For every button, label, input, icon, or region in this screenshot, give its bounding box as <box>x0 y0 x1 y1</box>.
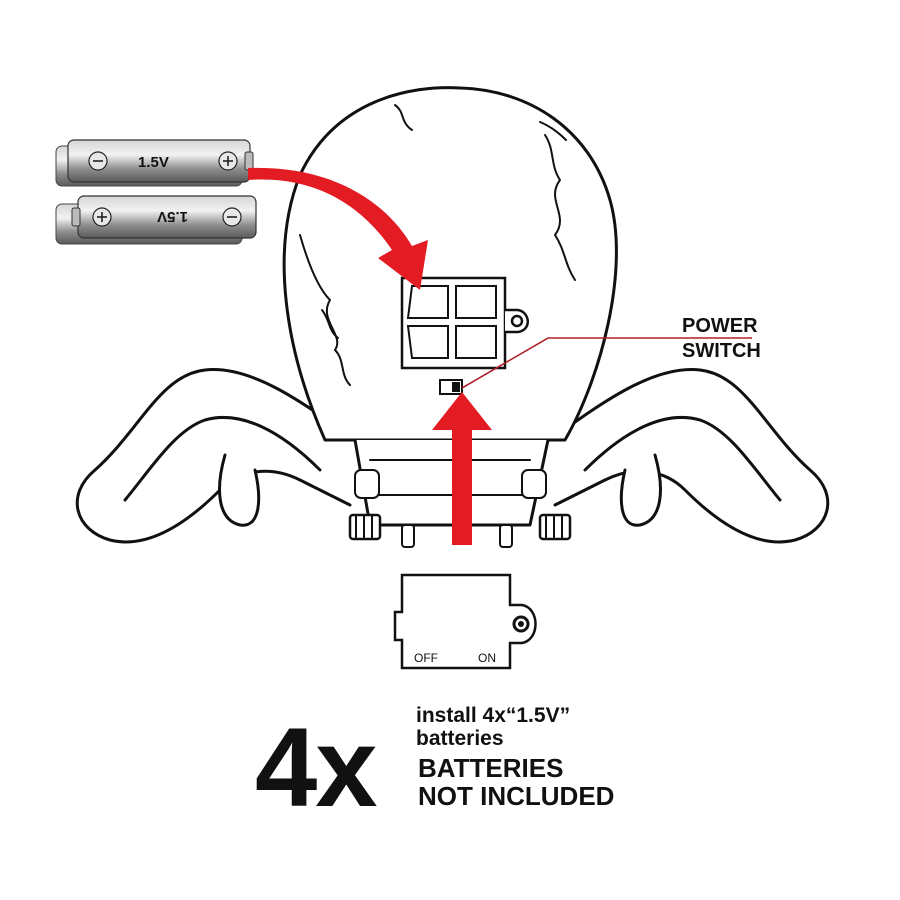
battery-voltage-bottom: 1.5V <box>157 208 188 225</box>
battery-icon: 1.5V 1.5V <box>55 139 257 245</box>
battery-compartment <box>400 276 529 370</box>
battery-cover-icon <box>393 573 537 670</box>
octopus-toy-icon <box>75 86 830 548</box>
battery-voltage-top: 1.5V <box>138 154 169 171</box>
off-label: OFF <box>414 651 438 665</box>
power-switch-pointer-line <box>461 337 752 389</box>
on-label: ON <box>478 651 496 665</box>
power-switch-label-line1: POWER <box>682 315 758 337</box>
power-switch-label-line2: SWITCH <box>682 340 761 362</box>
power-switch-icon <box>439 379 463 395</box>
red-arrow-icon <box>248 167 492 545</box>
